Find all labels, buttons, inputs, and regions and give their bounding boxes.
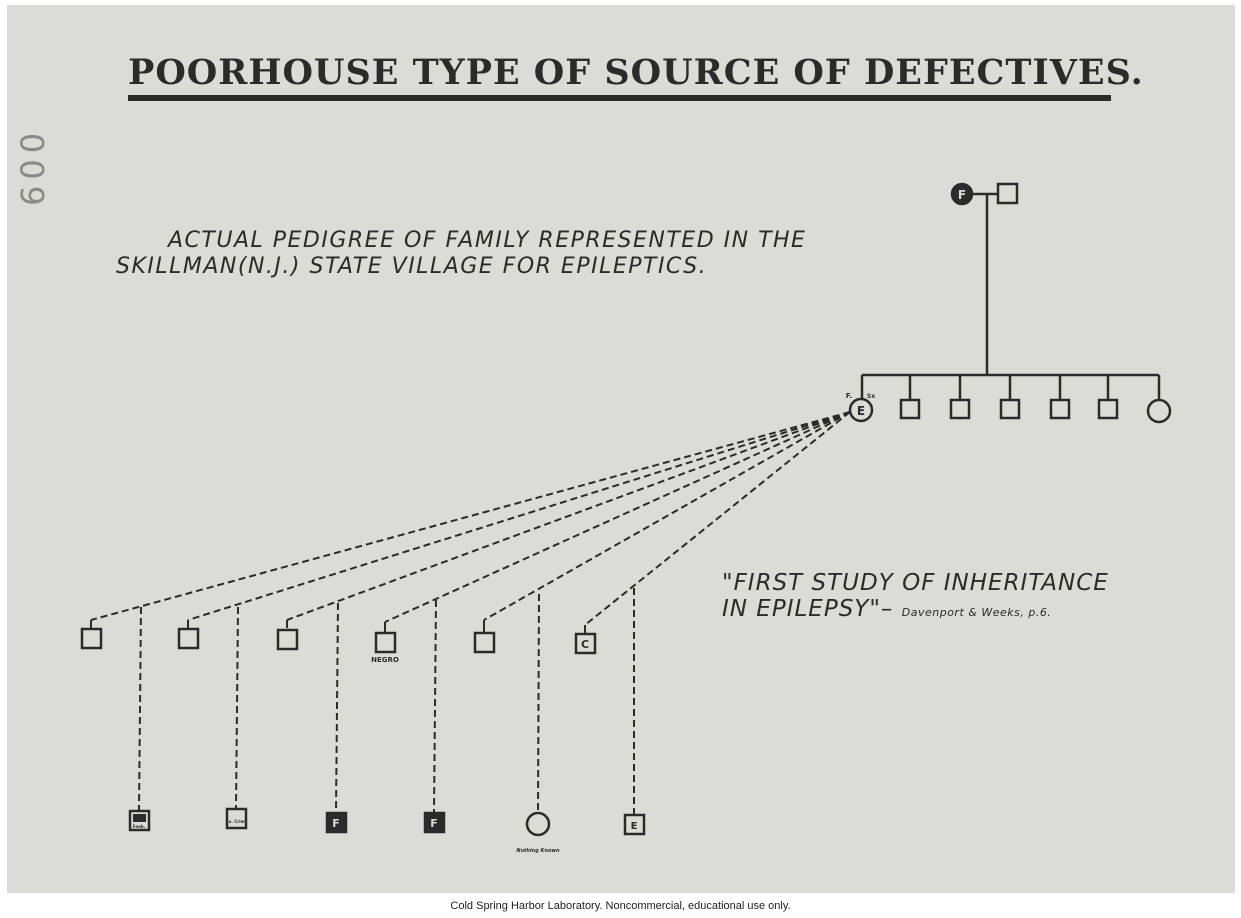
child-descent-3 <box>335 602 339 813</box>
quote-line-1: "FIRST STUDY OF INHERITANCE <box>722 570 1109 596</box>
child-descent-2 <box>235 606 239 809</box>
mating-line-5 <box>483 411 851 621</box>
child-2-label: Sx. Crim. <box>226 819 247 824</box>
mating-line-3 <box>286 411 851 621</box>
child-6 <box>623 813 646 836</box>
sibling-female <box>1146 398 1172 424</box>
grandfather-symbol <box>996 182 1019 205</box>
mate-6 <box>574 632 597 655</box>
proband-suffix: Sx <box>867 393 875 400</box>
mate-3 <box>276 628 299 651</box>
caption-line-2: SKILLMAN(N.J.) STATE VILLAGE FOR EPILEPT… <box>116 254 708 279</box>
title-underline <box>128 95 1111 101</box>
mating-line-4 <box>384 411 851 623</box>
grandmother-label: F <box>958 188 966 202</box>
child-1-label: Feeb. <box>133 824 146 829</box>
mating-line-6 <box>584 411 851 626</box>
page-title: POORHOUSE TYPE OF SOURCE OF DEFECTIVES. <box>128 52 1144 93</box>
sibling-male-2 <box>949 398 971 420</box>
mate-5 <box>473 631 496 654</box>
sibling-male-5 <box>1097 398 1119 420</box>
child-descent-4 <box>433 599 437 813</box>
mating-line-2 <box>187 411 851 621</box>
mate-2 <box>177 627 200 650</box>
sibling-male-1 <box>899 398 921 420</box>
citation-block: "FIRST STUDY OF INHERITANCE IN EPILEPSY"… <box>722 570 1109 626</box>
child-3 <box>325 811 348 834</box>
mate-1 <box>80 627 103 650</box>
child-descent-1 <box>138 606 142 811</box>
child-3-label: F <box>332 817 340 830</box>
child-1-fill <box>133 814 146 822</box>
sibling-male-4 <box>1049 398 1071 420</box>
quote-citation: Davenport & Weeks, p.6. <box>901 606 1052 619</box>
child-5-note: Nothing Known <box>516 848 560 854</box>
child-5 <box>525 811 551 837</box>
child-4 <box>423 811 446 834</box>
mate-4-note: NEGRO <box>371 656 399 664</box>
slide-background <box>7 5 1235 893</box>
proband-label: E <box>857 404 865 418</box>
mate-6-label: C <box>581 638 589 651</box>
child-4-label: F <box>430 817 438 830</box>
proband-symbol <box>848 397 874 423</box>
mating-line-1 <box>90 411 851 621</box>
child-descent-5 <box>537 593 540 813</box>
child-2 <box>225 807 248 830</box>
mate-4 <box>374 631 397 654</box>
quote-line-2: IN EPILEPSY"– <box>722 596 894 622</box>
child-6-label: E <box>631 821 638 832</box>
pedigree-caption: ACTUAL PEDIGREE OF FAMILY REPRESENTED IN… <box>116 228 806 280</box>
sibling-male-3 <box>999 398 1021 420</box>
caption-line-1: ACTUAL PEDIGREE OF FAMILY REPRESENTED IN… <box>168 228 807 253</box>
footer-credit: Cold Spring Harbor Laboratory. Noncommer… <box>450 900 791 912</box>
proband-prefix: F. <box>846 392 852 400</box>
